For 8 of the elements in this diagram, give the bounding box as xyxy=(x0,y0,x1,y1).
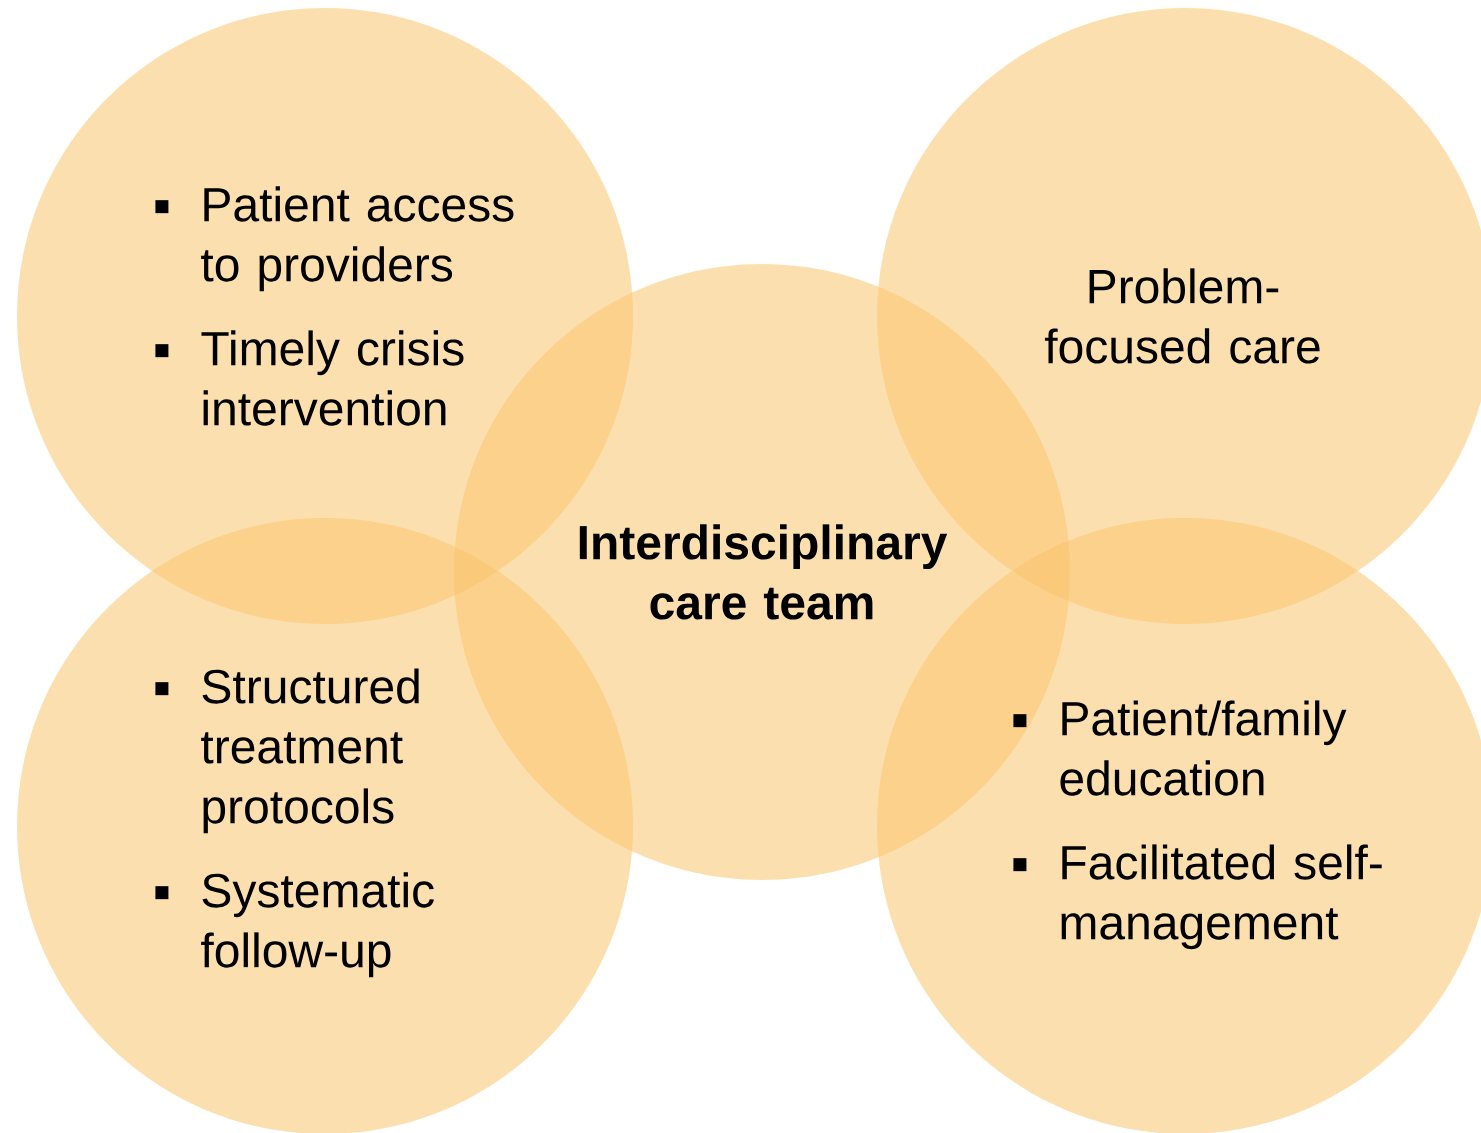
bullet-item: Facilitated self-management xyxy=(1013,844,1382,950)
bullet-item: Systematic follow-up xyxy=(155,872,434,978)
circle-label: Problem-focused care xyxy=(1044,268,1320,364)
bullet-item: Timely crisis intervention xyxy=(155,330,464,426)
circle-label: Interdisciplinary care team xyxy=(579,524,948,620)
bullet-item: Patient access to providers xyxy=(155,186,514,292)
bullet-item: Patient/family education xyxy=(1013,700,1347,796)
bullet-item: Structured treatment protocols xyxy=(155,668,419,834)
